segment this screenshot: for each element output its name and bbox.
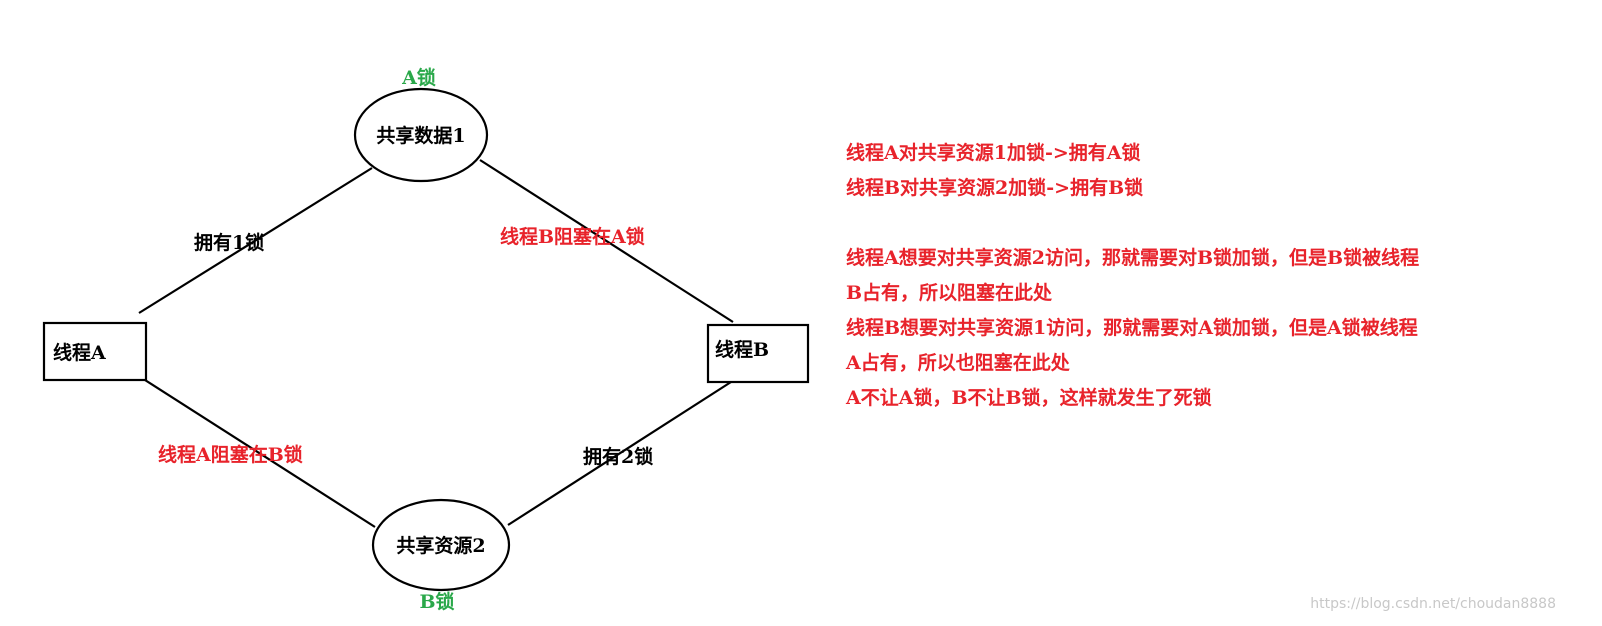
- shared-resource-2-ellipse: [371, 498, 511, 592]
- thread-a-label: 线程A: [53, 341, 106, 364]
- shared-resource-2-node: 共享资源2: [371, 498, 511, 592]
- thread-b-blocked-label: 线程B阻塞在A锁: [500, 225, 645, 248]
- edge-thread-a-to-shared-data-1: [138, 167, 373, 314]
- edge-thread-b-to-shared-resource-2: [507, 381, 732, 526]
- note-line: 线程B对共享资源2加锁->拥有B锁: [846, 177, 1144, 199]
- note-line: A不让A锁，B不让B锁，这样就发生了死锁: [846, 387, 1212, 409]
- note-line: A占有，所以也阻塞在此处: [846, 352, 1070, 374]
- watermark: https://blog.csdn.net/choudan8888: [1310, 596, 1556, 612]
- thread-b-box: [706, 323, 810, 384]
- note-line: B占有，所以阻塞在此处: [846, 282, 1053, 304]
- shared-data-1-node: 共享数据1: [353, 87, 489, 183]
- shared-data-1-label: 共享数据1: [376, 124, 465, 147]
- thread-a-blocked-label: 线程A阻塞在B锁: [158, 443, 303, 466]
- edge-thread-a-to-shared-resource-2: [144, 379, 376, 528]
- diagram-edges: [138, 159, 734, 528]
- note-line: 线程B想要对共享资源1访问，那就需要对A锁加锁，但是A锁被线程: [846, 317, 1418, 339]
- shared-data-1-ellipse: [353, 87, 489, 183]
- a-lock-label: A锁: [401, 66, 436, 89]
- edge-shared-data-1-to-thread-b: [479, 159, 734, 323]
- shared-resource-2-label: 共享资源2: [396, 534, 485, 557]
- b-lock-label: B锁: [419, 590, 454, 613]
- own-1-lock-label: 拥有1锁: [194, 231, 264, 254]
- note-spacer: [846, 206, 1546, 241]
- own-2-lock-label: 拥有2锁: [583, 445, 653, 468]
- thread-a-box: [42, 321, 148, 382]
- thread-b-label: 线程B: [715, 338, 769, 361]
- note-line: 线程A对共享资源1加锁->拥有A锁: [846, 142, 1141, 164]
- thread-b-node: 线程B: [706, 323, 810, 384]
- explanation-notes: 线程A对共享资源1加锁->拥有A锁 线程B对共享资源2加锁->拥有B锁 线程A想…: [846, 136, 1546, 416]
- deadlock-diagram: 共享数据1 A锁 共享资源2 B锁 线程A 线程B 拥有1锁 线程B阻塞在A锁 …: [42, 66, 810, 613]
- thread-a-node: 线程A: [42, 321, 148, 382]
- note-line: 线程A想要对共享资源2访问，那就需要对B锁加锁，但是B锁被线程: [846, 247, 1420, 269]
